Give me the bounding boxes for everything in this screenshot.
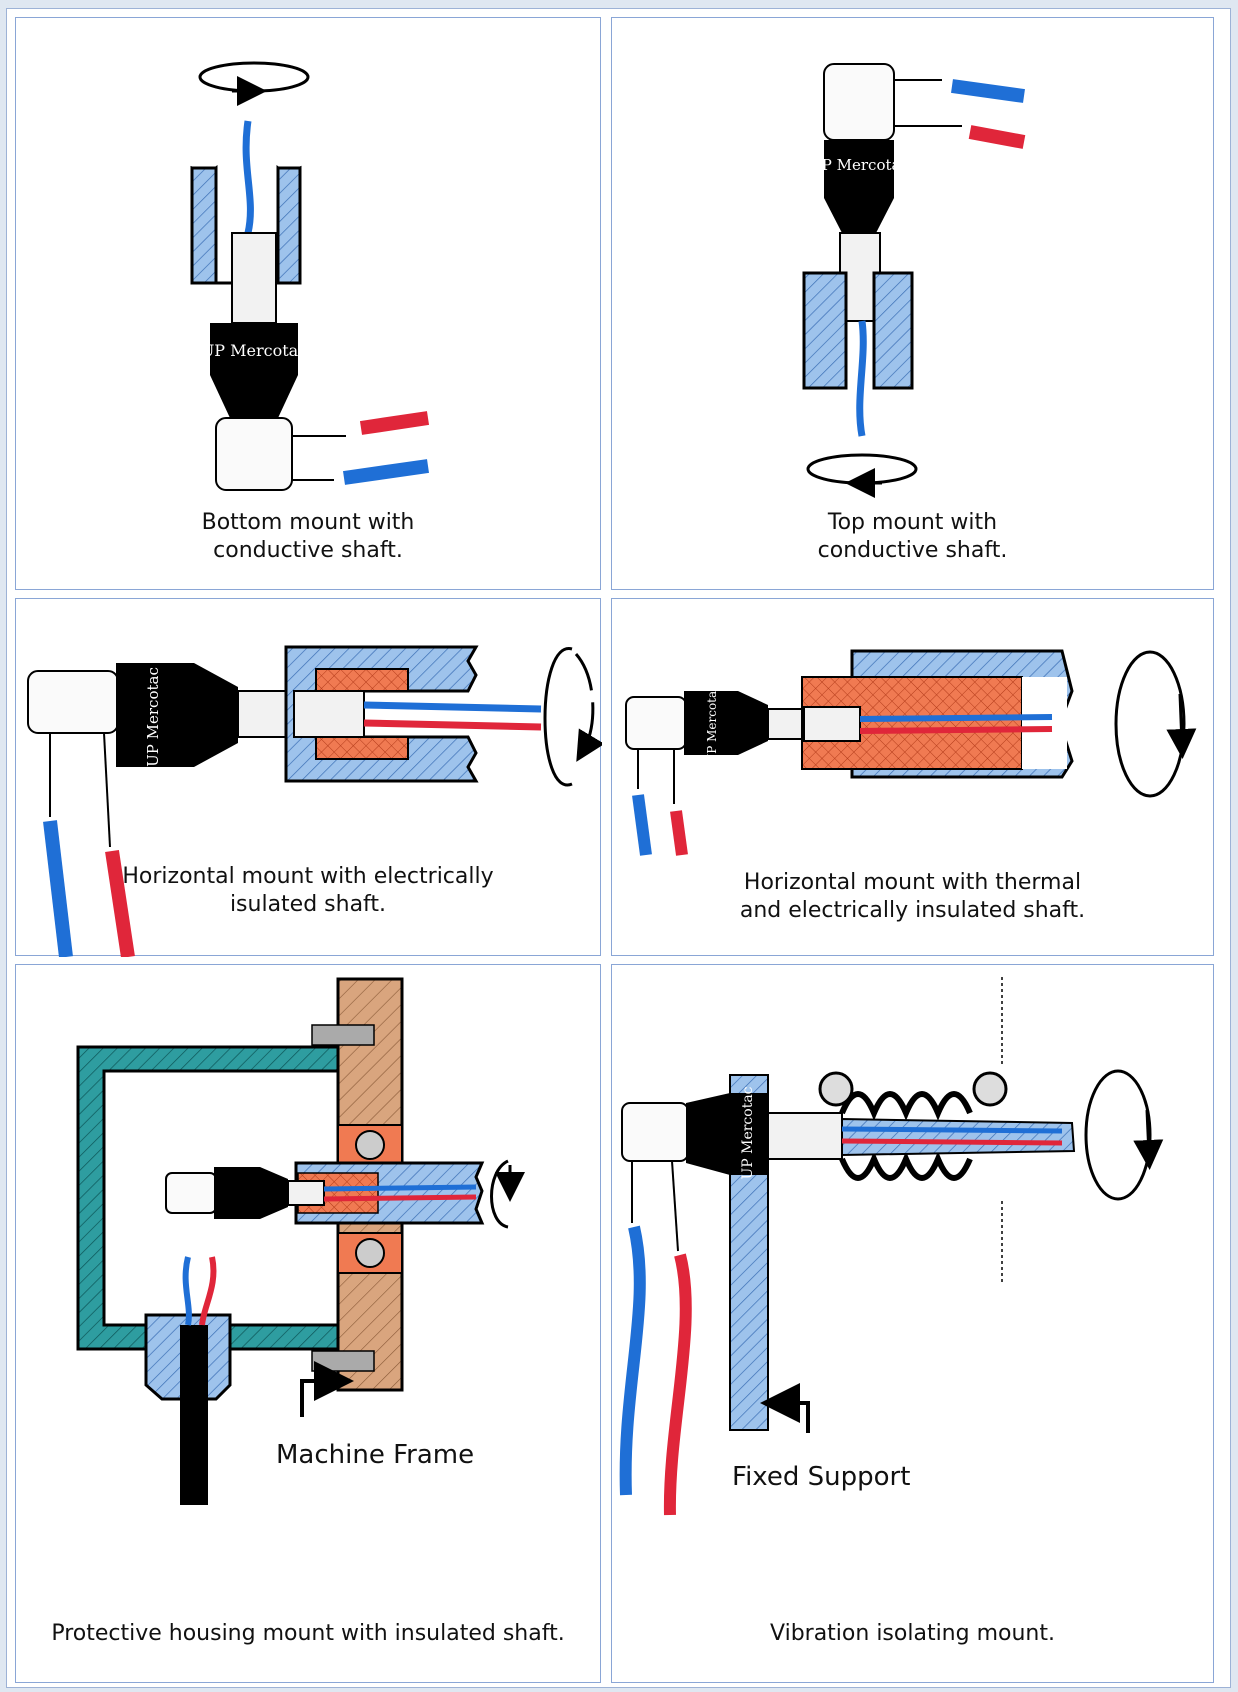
wire-red xyxy=(323,1194,477,1202)
insulator-sleeve xyxy=(315,668,409,692)
fixed-support-label: Fixed Support xyxy=(732,1462,911,1492)
wire-blue xyxy=(859,714,1053,722)
wire-red xyxy=(663,1253,692,1516)
rotation-arrow xyxy=(1114,650,1197,798)
connector-sleeve xyxy=(767,1112,843,1160)
wire-red xyxy=(670,810,688,856)
bottom-mount-illustration: UP Mercotac xyxy=(190,61,430,491)
wire-blue xyxy=(856,320,867,437)
terminal-cap xyxy=(215,417,293,491)
terminal-cap xyxy=(165,1172,217,1214)
wire-red xyxy=(841,1138,1063,1146)
shaft-part xyxy=(190,165,302,285)
wire-blue xyxy=(951,79,1025,103)
protective-housing-illustration xyxy=(76,977,525,1505)
bolt xyxy=(311,1350,375,1372)
rotation-arrow xyxy=(490,1159,525,1229)
logo-text: UP Mercotac xyxy=(144,667,162,767)
connector-sleeve xyxy=(231,232,277,324)
caption-line-1: Horizontal mount with electrically xyxy=(122,864,494,889)
panel-horizontal-electrical: UP Mercotac Horizontal mount with electr… xyxy=(15,598,602,957)
wire-blue xyxy=(363,701,542,713)
diagram-frame: UP Mercotac Bottom mount with conductive… xyxy=(6,8,1231,1688)
wire-blue xyxy=(632,794,652,856)
logo-text: UP Mercotac xyxy=(740,1086,756,1179)
wire-blue xyxy=(343,459,429,485)
terminal-cap xyxy=(27,670,119,734)
horizontal-electrical-illustration: UP Mercotac xyxy=(27,645,602,957)
caption: Vibration isolating mount. xyxy=(770,1621,1055,1646)
rotation-arrow xyxy=(806,453,918,498)
rotation-arrow xyxy=(198,61,310,106)
rotation-arrow xyxy=(1084,1069,1164,1201)
shaft-part xyxy=(841,1117,1076,1157)
panel-protective-housing: Machine Frame Protective housing mount w… xyxy=(15,964,601,1683)
cable-gland xyxy=(144,1313,232,1505)
caption-line-2: conductive shaft. xyxy=(213,538,403,563)
wire-red xyxy=(968,125,1026,149)
panel-horizontal-thermal: UP Mercotac Horizontal mount with the xyxy=(611,598,1214,956)
connector-body xyxy=(214,1167,288,1219)
wire-red xyxy=(363,719,542,731)
shaft-part xyxy=(801,649,1074,779)
wire-blue xyxy=(841,1126,1063,1134)
wire-blue xyxy=(182,1256,192,1326)
caption-line-1: Bottom mount with xyxy=(201,510,415,535)
caption-line-2: and electrically insulated shaft. xyxy=(739,898,1086,923)
connector-body: UP Mercotac xyxy=(684,684,768,764)
panel-bottom-mount: UP Mercotac Bottom mount with conductive… xyxy=(15,17,601,590)
caption-line-2: conductive shaft. xyxy=(817,538,1008,563)
cable xyxy=(180,1325,208,1505)
top-mount-illustration: UP Mercotac xyxy=(802,63,1026,498)
shaft-part xyxy=(294,1161,485,1225)
machine-frame-pointer xyxy=(300,1361,354,1417)
wire-blue xyxy=(619,1225,646,1496)
machine-frame-label: Machine Frame xyxy=(276,1440,475,1470)
caption-line-1: Top mount with xyxy=(827,510,998,535)
terminal-cap xyxy=(621,1102,689,1162)
caption-line-1: Horizontal mount with thermal xyxy=(743,870,1082,895)
terminal-cap xyxy=(625,696,687,750)
insulator-sleeve xyxy=(315,736,409,760)
horizontal-thermal-illustration: UP Mercotac xyxy=(625,649,1197,856)
connector-body: UP Mercotac xyxy=(116,663,238,767)
wire-red xyxy=(859,726,1053,734)
logo-text: UP Mercotac xyxy=(705,684,719,764)
wire-red xyxy=(105,849,135,957)
vibration-isolating-illustration: UP Mercotac xyxy=(619,977,1164,1516)
panel-vibration-isolating: UP Mercotac xyxy=(611,964,1214,1683)
insulator-sleeve xyxy=(801,676,1023,770)
terminal-cap xyxy=(823,63,895,141)
bolt xyxy=(311,1024,375,1046)
wire-red xyxy=(199,1256,217,1326)
panel-top-mount: UP Mercotac Top mount with conductive sh… xyxy=(611,17,1214,590)
bellows xyxy=(839,1091,973,1181)
connector-sleeve xyxy=(767,708,805,740)
connector-body: UP Mercotac xyxy=(201,323,307,418)
caption-line-2: isulated shaft. xyxy=(229,892,387,917)
shaft-part xyxy=(802,271,914,390)
logo-text: UP Mercotac xyxy=(809,156,909,174)
wire-red xyxy=(359,411,430,435)
connector-sleeve xyxy=(287,1180,325,1206)
logo-text: UP Mercotac xyxy=(201,341,307,360)
fixed-support-pointer xyxy=(760,1383,810,1433)
wire-blue xyxy=(43,820,73,957)
connector-body: UP Mercotac xyxy=(809,140,909,233)
wire-blue xyxy=(242,120,254,234)
wire-blue xyxy=(323,1184,477,1192)
rotation-arrow xyxy=(543,647,602,787)
clamp xyxy=(818,1071,1008,1107)
caption: Protective housing mount with insulated … xyxy=(51,1621,565,1646)
connector-body: UP Mercotac xyxy=(686,1086,768,1180)
